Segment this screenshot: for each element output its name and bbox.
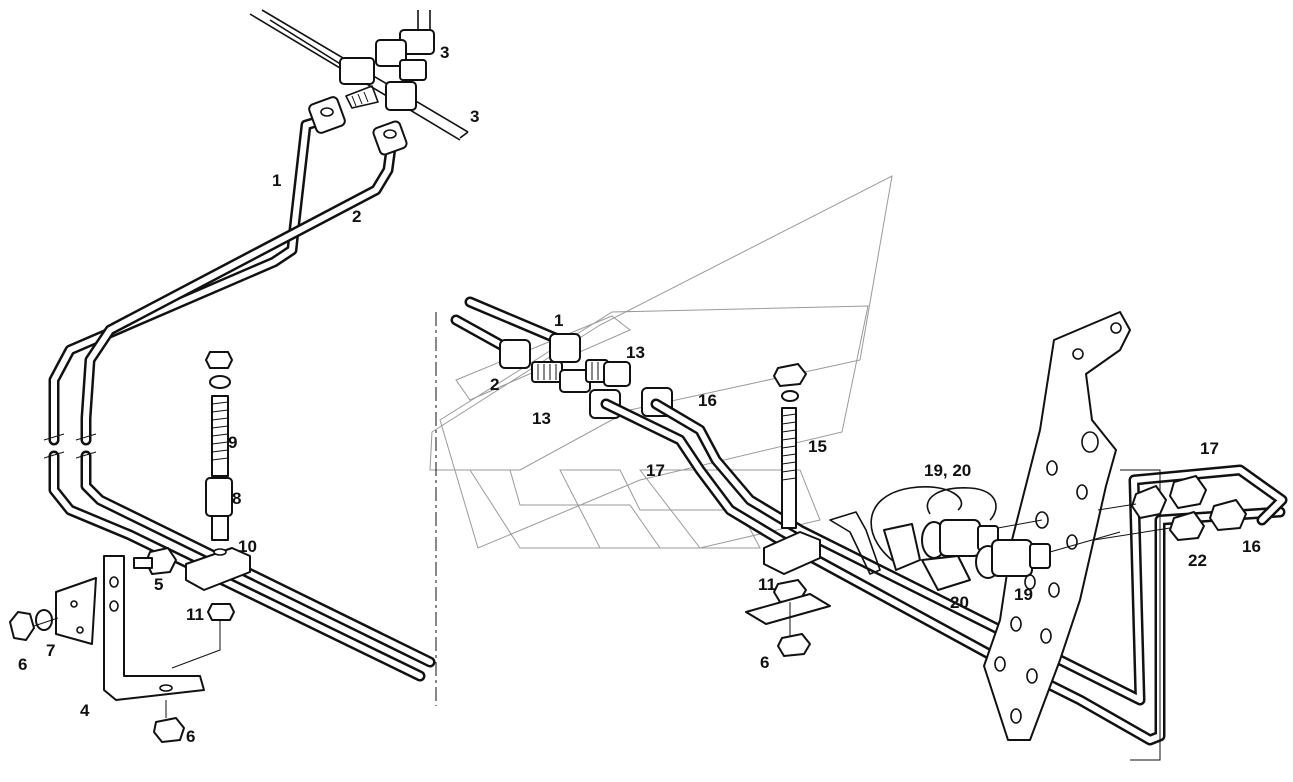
label-19: 19 — [1014, 585, 1033, 604]
label-8: 8 — [232, 489, 241, 508]
washer-22 — [1169, 511, 1205, 541]
label-1-left: 1 — [272, 171, 281, 190]
label-3-top: 3 — [440, 43, 449, 62]
tee-fitting-left — [339, 57, 375, 85]
spacer-8 — [205, 477, 233, 517]
clamp-10 — [185, 547, 251, 591]
plate-right — [983, 311, 1131, 741]
label-19-20: 19, 20 — [924, 461, 971, 480]
label-17-right: 17 — [1200, 439, 1219, 458]
label-15: 15 — [808, 437, 827, 456]
right-mounting-plate — [983, 311, 1131, 741]
plate-7 — [55, 577, 97, 645]
plate-center — [745, 593, 831, 625]
label-6-bottom: 6 — [186, 727, 195, 746]
label-13-lower: 13 — [532, 409, 551, 428]
label-9: 9 — [228, 433, 237, 452]
label-20: 20 — [950, 593, 969, 612]
label-16-right: 16 — [1242, 537, 1261, 556]
dust-cap-20b — [921, 555, 971, 591]
right-fittings — [1093, 475, 1247, 541]
nut-15-top — [773, 363, 807, 387]
label-17-center: 17 — [646, 461, 665, 480]
washer-7 — [35, 609, 53, 631]
quick-couplers — [870, 486, 1121, 591]
washer-9 — [209, 375, 231, 389]
nut-17-b — [1169, 475, 1207, 509]
nut-9-top — [205, 351, 233, 369]
nut-6-left — [9, 611, 35, 641]
center-clamp-assembly — [745, 363, 881, 657]
nut-6-bottom — [153, 717, 185, 743]
label-11-left: 11 — [186, 605, 204, 624]
pipe-1-2-left — [43, 96, 436, 682]
label-2-left: 2 — [352, 207, 361, 226]
bracket-4 — [103, 555, 205, 701]
nut-16-right — [1209, 499, 1247, 531]
label-3-bottom: 3 — [470, 107, 479, 126]
nut-2-center — [499, 339, 531, 369]
label-2-center: 2 — [490, 375, 499, 394]
label-6-center: 6 — [760, 653, 769, 672]
label-16-center: 16 — [698, 391, 717, 410]
nut-1-center — [549, 333, 581, 363]
coupler-19b — [991, 539, 1033, 577]
tee-fitting-nut — [375, 39, 407, 67]
clamp-center — [763, 531, 821, 575]
top-pipe-assembly — [249, 9, 469, 141]
label-10: 10 — [238, 537, 257, 556]
nut-11-left — [207, 603, 235, 621]
coupler-19a — [939, 519, 981, 557]
center-connectors — [450, 296, 673, 419]
left-clamp-assembly — [9, 351, 251, 743]
label-1-center: 1 — [554, 311, 563, 330]
nut-17-a — [1131, 485, 1167, 519]
stud-15 — [781, 407, 797, 529]
dust-cap-20a — [883, 523, 921, 571]
label-5: 5 — [154, 575, 163, 594]
part-labels: 1 2 3 3 9 8 10 5 11 7 6 4 6 1 2 13 13 16… — [18, 43, 1261, 746]
label-7: 7 — [46, 641, 55, 660]
tee-fitting-lower — [385, 81, 417, 111]
nut-6-center — [777, 633, 811, 657]
label-6-left: 6 — [18, 655, 27, 674]
label-11-center: 11 — [758, 575, 776, 594]
label-13-upper: 13 — [626, 343, 645, 362]
label-22: 22 — [1188, 551, 1207, 570]
bracket-center — [829, 511, 881, 575]
washer-15 — [781, 390, 799, 402]
connector-13-lower — [531, 361, 563, 383]
label-4: 4 — [80, 701, 90, 720]
